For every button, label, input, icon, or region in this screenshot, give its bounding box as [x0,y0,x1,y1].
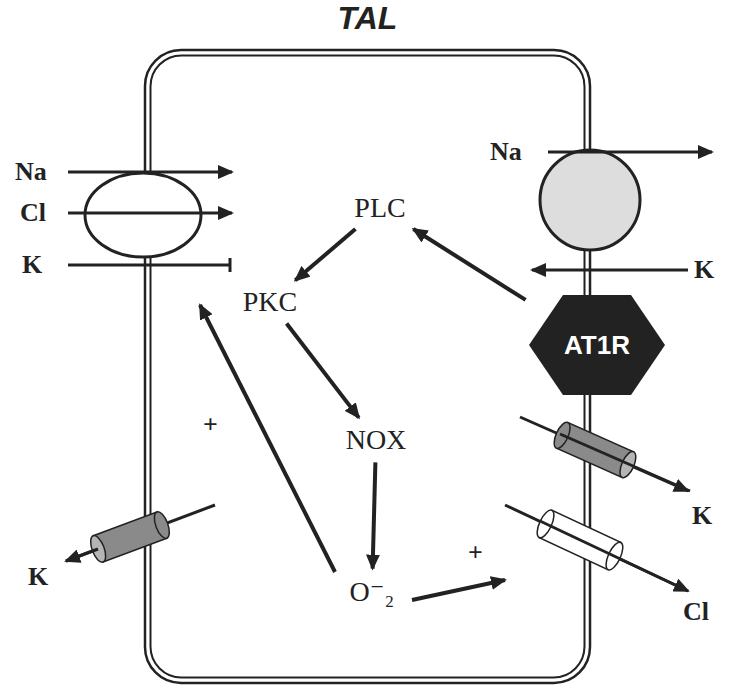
cell-title: TAL [143,2,592,34]
cell-outline: TALPLCPKCAT1RNOXO⁻₂ [143,48,592,685]
stimulation-sign: + [203,412,218,438]
ion-label: K [692,503,712,529]
ion-label: Cl [683,599,709,625]
ion-label: K [694,257,714,283]
enzyme-label: PKC [238,284,302,321]
node-text: NOX [341,422,412,459]
node-text: O⁻₂ [345,574,400,611]
enzyme-label: PLC [349,190,410,227]
signal-arrow [373,462,376,568]
ion-label: K [28,564,48,590]
ion-label: Cl [20,200,46,226]
enzyme-label: NOX [341,422,412,459]
node-text: PLC [349,190,410,227]
receptor-hexagon: AT1R [529,295,665,395]
stimulation-sign: + [468,540,483,566]
ion-label: Na [490,139,522,165]
node-text: AT1R [564,330,630,361]
ion-label: Na [15,159,47,185]
signal-arrow [413,229,525,300]
ion-label: K [22,252,42,278]
signal-arrow [287,324,359,418]
signal-arrow [295,229,355,280]
node-text: PKC [238,284,302,321]
radical-label: O⁻₂ [345,574,400,611]
